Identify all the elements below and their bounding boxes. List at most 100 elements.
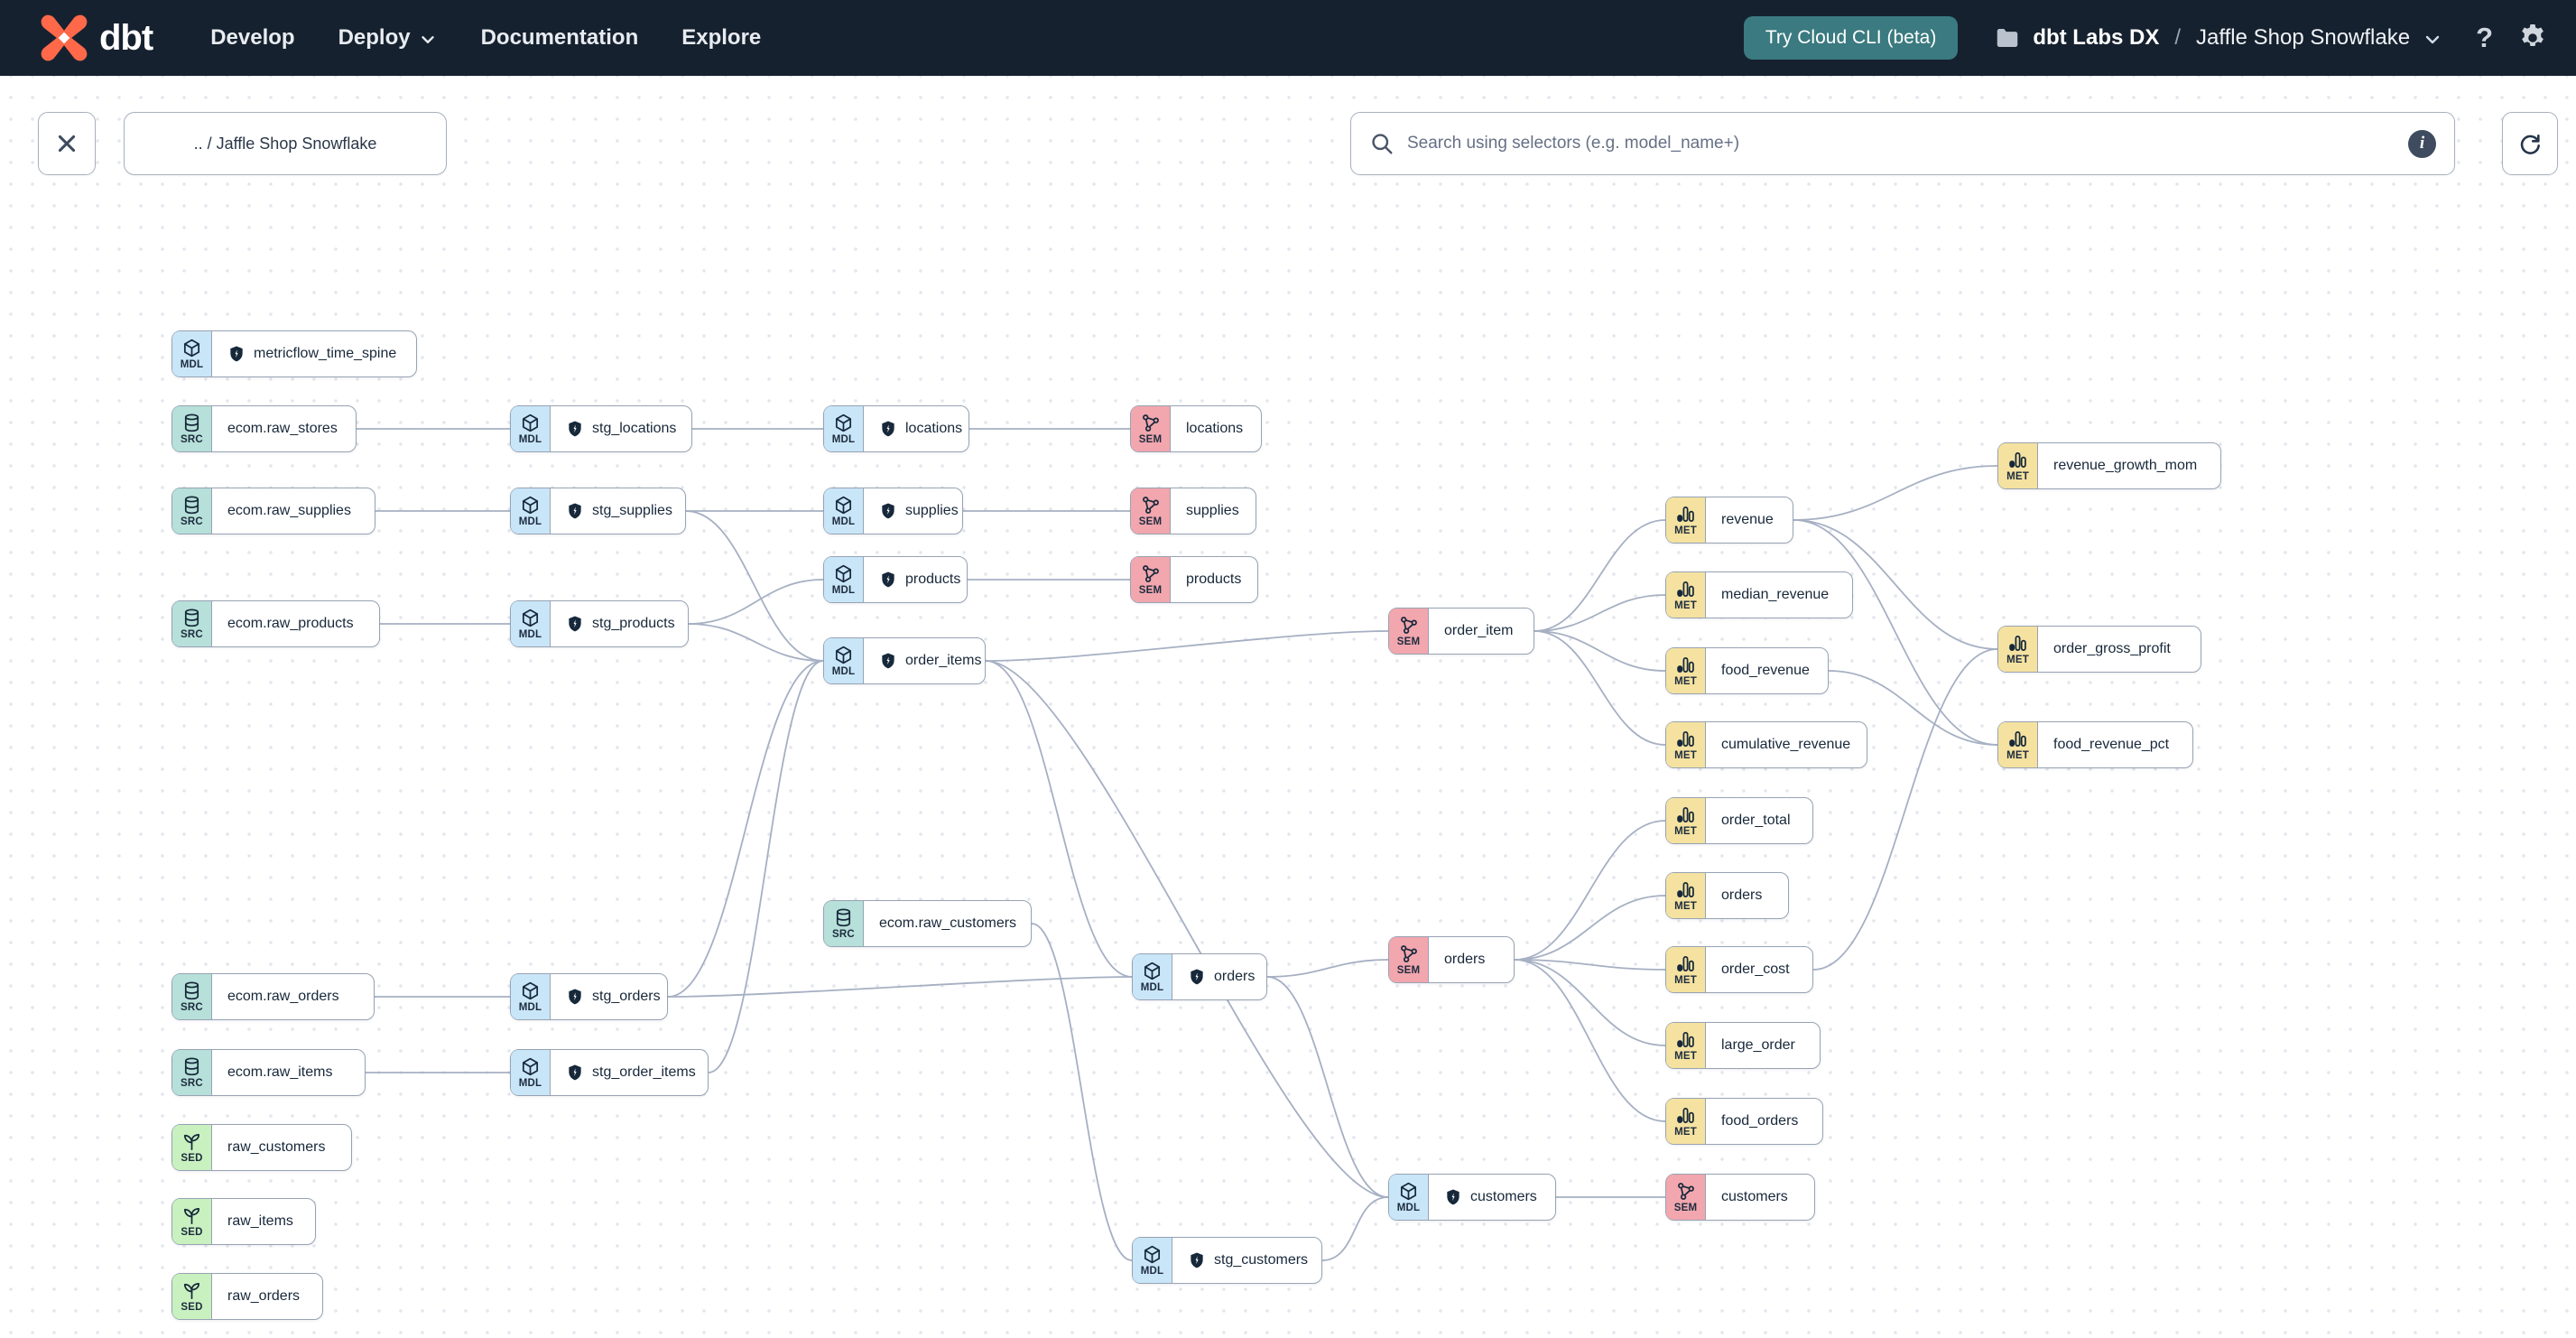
bar-chart-type-band: MET <box>1666 873 1706 918</box>
semantic-graph-icon <box>1678 1183 1694 1200</box>
account-name[interactable]: dbt Labs DX <box>2033 25 2160 50</box>
edge-src_raw_customers--mdl_stg_customers <box>1031 923 1133 1261</box>
node-type-tag: MET <box>1674 525 1697 536</box>
shield-icon <box>1188 1251 1206 1269</box>
cube-icon <box>835 564 852 583</box>
node-label: order_gross_profit <box>2053 641 2171 656</box>
shield-icon <box>566 420 584 438</box>
node-label-area: order_total <box>1706 798 1806 843</box>
bar-chart-type-band: MET <box>1666 1023 1706 1068</box>
semantic-graph-type-band: SEM <box>1131 406 1171 451</box>
edge-mdl_orders--sem_orders <box>1266 959 1389 978</box>
nav-item-explore[interactable]: Explore <box>681 25 761 51</box>
cube-type-band: MDL <box>511 974 551 1019</box>
cube-type-band: MDL <box>1389 1175 1429 1220</box>
project-switcher[interactable]: dbt Labs DX / Jaffle Shop Snowflake <box>1994 24 2443 51</box>
help-icon[interactable]: ? <box>2476 22 2493 53</box>
edge-mdl_stg_order_items--mdl_order_items <box>708 660 824 1073</box>
node-label-area: order_gross_profit <box>2038 627 2186 672</box>
cube-type-band: MDL <box>824 488 864 534</box>
bar-chart-icon <box>1677 806 1694 823</box>
node-type-tag: SEM <box>1396 965 1421 976</box>
close-lineage-button[interactable] <box>38 112 96 175</box>
node-type-tag: MDL <box>831 516 856 527</box>
semantic-graph-icon <box>1143 565 1159 582</box>
refresh-button[interactable] <box>2502 112 2558 175</box>
semantic-graph-type-band: SEM <box>1131 488 1171 534</box>
node-type-tag: SEM <box>1138 516 1163 527</box>
node-label-area: locations <box>1171 406 1258 451</box>
node-label-area: stg_order_items <box>551 1050 711 1095</box>
project-name[interactable]: Jaffle Shop Snowflake <box>2196 25 2411 50</box>
info-icon[interactable]: i <box>2408 129 2436 158</box>
gear-icon[interactable] <box>2516 22 2549 54</box>
node-sem_supplies[interactable]: SEM supplies <box>1130 488 1256 534</box>
dbt-logo-icon[interactable] <box>38 12 90 64</box>
search-input[interactable] <box>1407 134 2395 153</box>
nav-item-deploy[interactable]: Deploy <box>338 25 438 51</box>
nav-item-develop[interactable]: Develop <box>210 25 294 51</box>
try-cloud-cli-button[interactable]: Try Cloud CLI (beta) <box>1743 16 1959 60</box>
dbt-wordmark[interactable]: dbt <box>99 17 153 58</box>
database-icon <box>184 1057 199 1076</box>
node-type-tag: MET <box>1674 1051 1697 1062</box>
node-type-tag: SRC <box>181 1002 203 1013</box>
node-label-area: supplies <box>1171 488 1255 534</box>
node-label: customers <box>1721 1189 1788 1204</box>
bar-chart-icon <box>2009 451 2026 469</box>
nav-item-documentation[interactable]: Documentation <box>481 25 639 51</box>
node-label: supplies <box>905 503 959 518</box>
lineage-breadcrumb[interactable]: .. / Jaffle Shop Snowflake <box>124 112 447 175</box>
shield-icon <box>879 571 897 589</box>
node-label: supplies <box>1186 503 1239 518</box>
selector-search[interactable]: i <box>1350 112 2455 175</box>
node-label: ecom.raw_stores <box>227 421 338 436</box>
shield-icon <box>1188 968 1206 986</box>
cube-type-band: MDL <box>172 331 212 376</box>
node-mdl_supplies[interactable]: MDL supplies <box>823 488 963 534</box>
nav-menu: Develop Deploy Documentation Explore <box>210 25 761 51</box>
edge-sem_orders--met_orders <box>1514 895 1666 961</box>
cube-type-band: MDL <box>511 488 551 534</box>
bar-chart-type-band: MET <box>1998 443 2038 488</box>
